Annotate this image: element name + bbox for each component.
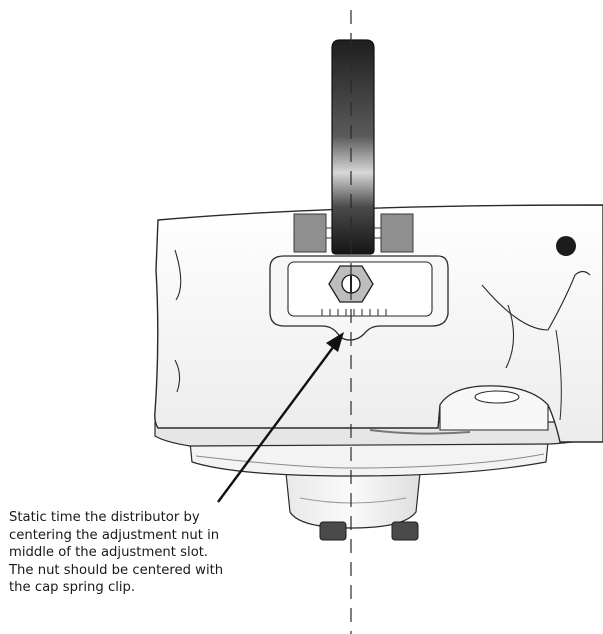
caption: Static time the distributor by centering… (9, 509, 309, 597)
caption-line: centering the adjustment nut in (9, 527, 220, 543)
caption-line: the cap spring clip. (9, 580, 136, 596)
cap-spring-clip (293, 39, 414, 255)
timing-scale (321, 309, 387, 316)
caption-line: Static time the distributor by (9, 510, 200, 525)
clip-block-right (380, 213, 414, 253)
arrow-icon (217, 332, 344, 503)
adjustment-slot (269, 255, 449, 341)
timing-hole (556, 236, 576, 256)
shaft-lug-left (319, 521, 347, 541)
shaft-lug-right (391, 521, 419, 541)
caption-line: The nut should be centered with (9, 562, 224, 578)
caption-line: middle of the adjustment slot. (9, 545, 209, 561)
boss-oval-hole (474, 390, 520, 404)
distributor-shaft-base (285, 472, 421, 541)
clip-block-left (293, 213, 327, 253)
